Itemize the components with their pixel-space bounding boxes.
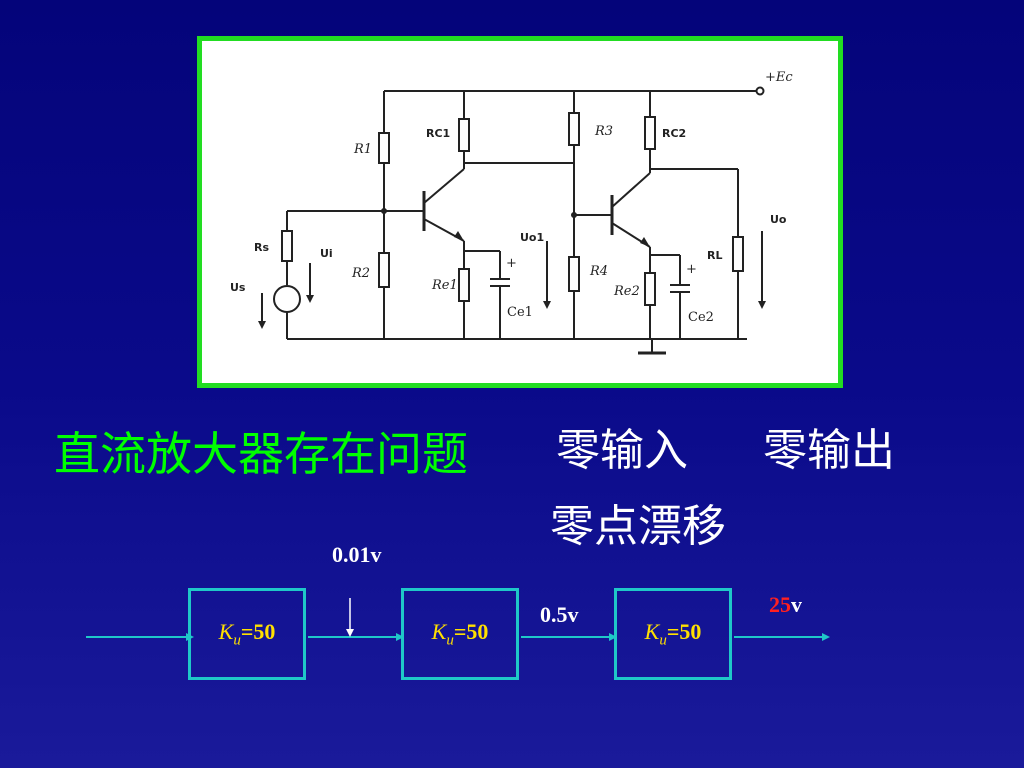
- rc2-label: RC2: [662, 127, 686, 140]
- ui-label: Ui: [320, 247, 333, 260]
- output-value-unit: v: [791, 592, 802, 617]
- ce2-plus: +: [686, 262, 697, 277]
- r2-label: R2: [351, 266, 370, 281]
- term-zero-drift: 零点漂移: [550, 501, 726, 552]
- term-zero-output: 零输出: [763, 425, 895, 476]
- output-value-number: 25: [769, 592, 791, 617]
- circuit-diagram: +Ec R1 R2 RC1 Re1 Ce1 Rs Ui Us Uo1 R3 R4…: [197, 36, 843, 388]
- r1-label: R1: [353, 142, 372, 157]
- rl-label: RL: [707, 249, 722, 262]
- output-value-label: 25v: [769, 592, 802, 618]
- amplifier-stage-1: Ku=50: [188, 588, 306, 680]
- amplifier-stage-3: Ku=50: [614, 588, 732, 680]
- ce1-label: Ce1: [507, 305, 533, 320]
- input-drift-label: 0.01v: [332, 542, 382, 567]
- supply-label: +Ec: [765, 70, 793, 85]
- slide-title: 直流放大器存在问题: [54, 427, 468, 481]
- stage-3-gain: Ku=50: [644, 618, 702, 649]
- mid-value-label: 0.5v: [540, 602, 579, 627]
- stage-1-gain: Ku=50: [218, 618, 276, 649]
- stage-2-gain: Ku=50: [431, 618, 489, 649]
- rs-label: Rs: [254, 241, 269, 254]
- r4-label: R4: [589, 264, 608, 279]
- circuit-schematic: +Ec R1 R2 RC1 Re1 Ce1 Rs Ui Us Uo1 R3 R4…: [230, 70, 793, 355]
- r3-label: R3: [594, 124, 613, 139]
- ce2-label: Ce2: [688, 310, 714, 325]
- uo1-label: Uo1: [520, 231, 544, 244]
- re2-label: Re2: [613, 284, 640, 299]
- rc1-label: RC1: [426, 127, 450, 140]
- uo-label: Uo: [770, 213, 787, 226]
- us-label: Us: [230, 281, 246, 294]
- ce1-plus: +: [506, 256, 517, 271]
- amplifier-stage-2: Ku=50: [401, 588, 519, 680]
- term-zero-input: 零输入: [556, 425, 688, 476]
- re1-label: Re1: [431, 278, 458, 293]
